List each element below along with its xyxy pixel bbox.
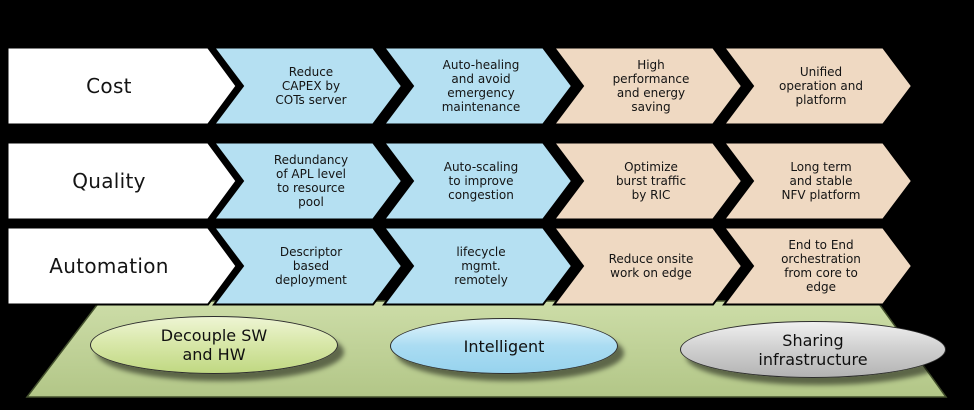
step-text: Descriptor based deployment (275, 244, 347, 288)
row-label-quality: Quality (72, 169, 146, 193)
bubble-decouple-sw-hw: Decouple SW and HW (90, 316, 338, 374)
row-automation: Automation Descriptor based deployment l… (0, 226, 974, 306)
step-cost-3: High performance and energy saving (552, 46, 744, 126)
chevron-shape (552, 141, 744, 221)
row-label-cost: Cost (86, 74, 132, 98)
chevron-shape (722, 226, 914, 306)
step-quality-2: Auto-scaling to improve congestion (382, 141, 574, 221)
chevron-shape (382, 226, 574, 306)
step-text: Redundancy of APL level to resource pool (273, 152, 349, 210)
label-arrow-shape (6, 141, 238, 221)
label-arrow-shape (6, 226, 238, 306)
step-cost-4: Unified operation and platform (722, 46, 914, 126)
chevron-shape (382, 141, 574, 221)
step-text: Auto-healing and avoid emergency mainten… (441, 57, 521, 115)
step-text: High performance and energy saving (612, 57, 690, 115)
row-cost: Cost Reduce CAPEX by COTs server Auto-he… (0, 46, 974, 126)
bubble-label: Sharing infrastructure (758, 330, 868, 369)
row-label-arrow-quality: Quality (6, 141, 238, 221)
step-automation-4: End to End orchestration from core to ed… (722, 226, 914, 306)
step-text: Unified operation and platform (778, 64, 863, 108)
row-quality: Quality Redundancy of APL level to resou… (0, 141, 974, 221)
chevron-shape (212, 141, 404, 221)
chevron-shape (212, 226, 404, 306)
chevron-shape (382, 46, 574, 126)
bubble-intelligent: Intelligent (390, 318, 618, 374)
step-quality-4: Long term and stable NFV platform (722, 141, 914, 221)
chevron-shape (552, 226, 744, 306)
step-text: lifecycle mgmt. remotely (454, 244, 508, 288)
step-text: Long term and stable NFV platform (781, 159, 861, 203)
step-text: Reduce CAPEX by COTs server (275, 64, 347, 108)
bubble-label: Decouple SW and HW (160, 326, 268, 364)
row-label-arrow-cost: Cost (6, 46, 238, 126)
step-text: Reduce onsite work on edge (608, 251, 694, 280)
bubble-label: Intelligent (463, 336, 545, 356)
step-text: End to End orchestration from core to ed… (781, 237, 861, 295)
chevron-shape (212, 46, 404, 126)
step-automation-3: Reduce onsite work on edge (552, 226, 744, 306)
step-automation-1: Descriptor based deployment (212, 226, 404, 306)
row-label-arrow-automation: Automation (6, 226, 238, 306)
chevron-shape (722, 141, 914, 221)
chevron-shape (722, 46, 914, 126)
step-quality-3: Optimize burst traffic by RIC (552, 141, 744, 221)
step-quality-1: Redundancy of APL level to resource pool (212, 141, 404, 221)
step-cost-2: Auto-healing and avoid emergency mainten… (382, 46, 574, 126)
step-text: Auto-scaling to improve congestion (443, 159, 519, 203)
row-label-automation: Automation (49, 254, 169, 278)
bubble-sharing-infrastructure: Sharing infrastructure (680, 321, 946, 378)
chevron-shape (552, 46, 744, 126)
step-automation-2: lifecycle mgmt. remotely (382, 226, 574, 306)
step-cost-1: Reduce CAPEX by COTs server (212, 46, 404, 126)
label-arrow-shape (6, 46, 238, 126)
step-text: Optimize burst traffic by RIC (615, 159, 687, 203)
